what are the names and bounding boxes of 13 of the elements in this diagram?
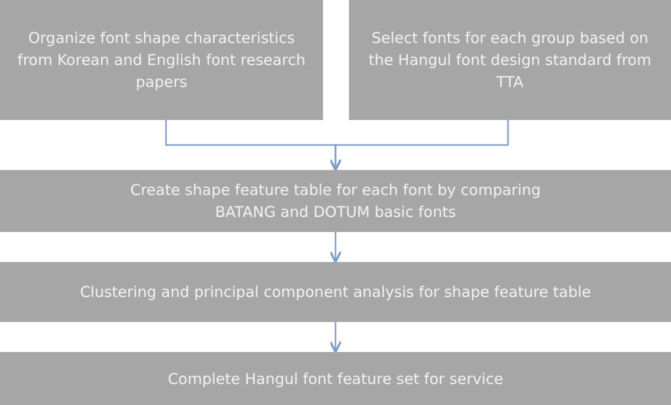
step-text: Clustering and principal component analysis for shape feature table [80,282,592,303]
process-box [0,352,671,405]
arrow [329,120,509,172]
step-text: Organize font shape characteristics from Korean and English font research papers [16,28,306,93]
process-box [0,170,671,232]
step-text: Create shape feature table for each font by comparing BATANG and DOTUM basic fonts [129,180,542,223]
process-box [0,0,323,120]
process-box [0,262,671,322]
process-box [349,0,671,120]
arrow [329,322,342,354]
step-text: Complete Hangul font feature set for service [168,368,504,390]
step-text: Select fonts for each group based on the Hangul font design standard from TTA [368,28,652,93]
arrow [329,232,342,264]
